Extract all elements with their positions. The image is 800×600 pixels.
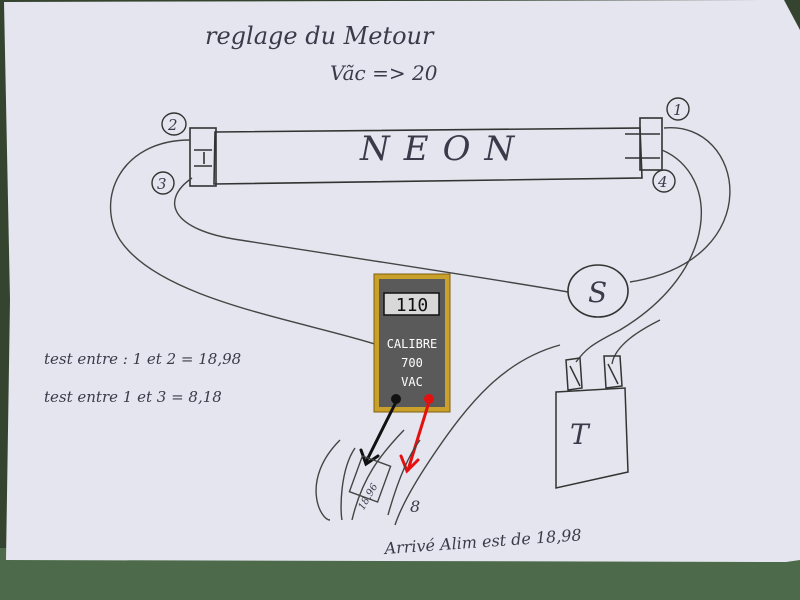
transformer-component — [555, 355, 629, 489]
title: reglage du Metour — [205, 22, 435, 50]
multimeter-display-frame — [383, 292, 440, 316]
multimeter-display: 110 — [396, 295, 429, 316]
wiring — [109, 127, 731, 526]
red-probe-jack — [424, 394, 434, 404]
multimeter-range-line-1: CALIBRE — [387, 337, 438, 351]
red-probe-lead — [406, 400, 431, 472]
terminal-3: 3 — [151, 171, 175, 195]
transformer-label: T — [570, 418, 591, 451]
terminal-4: 4 — [652, 169, 676, 193]
terminal-2-label: 2 — [167, 116, 178, 134]
supply-cable — [315, 429, 421, 521]
black-probe-jack — [391, 394, 401, 404]
terminal-4-label: 4 — [657, 173, 668, 191]
terminal-1: 1 — [666, 97, 690, 121]
terminal-2: 2 — [161, 112, 187, 136]
starter-label: S — [588, 276, 607, 309]
starter-component: S — [567, 264, 629, 318]
black-probe-lead — [364, 400, 398, 464]
multimeter-range-line-2: 700 — [401, 356, 423, 370]
neon-tube — [189, 117, 663, 187]
multimeter-range-line-3: VAC — [401, 375, 423, 389]
test-note-2: test entre 1 et 3 = 8,18 — [44, 388, 222, 406]
terminal-3-label: 3 — [157, 175, 167, 193]
terminal-1-label: 1 — [673, 101, 683, 119]
test-note-1: test entre : 1 et 2 = 18,98 — [44, 350, 241, 368]
probe-leads — [359, 400, 431, 474]
subtitle: Vãc => 20 — [330, 61, 438, 85]
tube-label: NEON — [359, 129, 528, 169]
cable-mark: 8 — [410, 497, 420, 516]
multimeter: 110 CALIBRE 700 VAC — [373, 273, 451, 413]
